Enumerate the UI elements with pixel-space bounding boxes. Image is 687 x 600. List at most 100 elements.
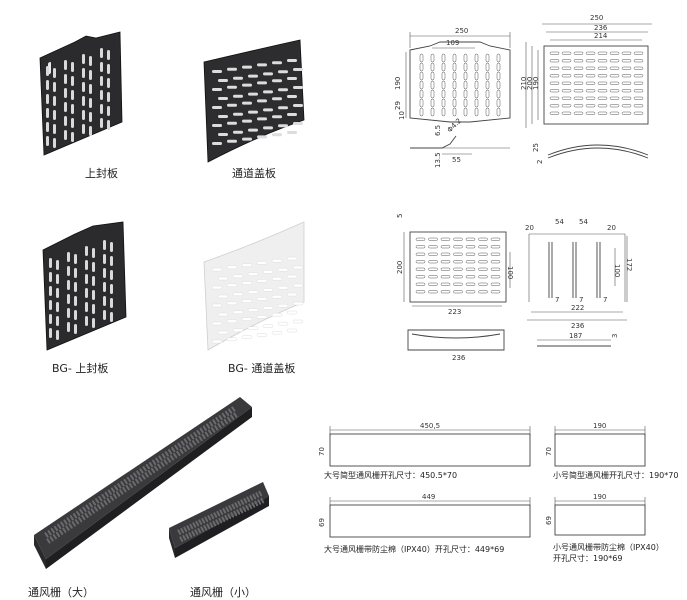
slot [419,89,424,99]
slot [191,530,196,537]
slot [241,299,253,303]
slot [107,50,110,60]
slot [573,89,584,93]
slot [465,290,476,294]
slot [453,237,463,241]
slot [256,261,268,265]
slot [103,240,106,250]
slot [256,333,268,337]
slot [262,306,274,310]
slot [278,70,288,74]
slot [474,53,479,63]
slot [463,62,468,72]
dim-5: 5 [396,214,404,218]
slot [138,476,143,482]
caption-bg-top-cover: BG- 上封板 [52,362,109,375]
slot [222,507,227,514]
slot [82,506,87,512]
slot [609,59,620,63]
slot [110,284,113,294]
slot [465,282,476,286]
slot [226,416,232,422]
slot [227,85,237,89]
slot [478,290,488,294]
slot [107,92,110,102]
slot [201,517,206,524]
slot [211,267,223,272]
slot [136,470,141,476]
slot [100,48,103,58]
slot [212,124,222,127]
slot [478,267,488,271]
cutout-large-label: 大号简型通风栅开孔尺寸：450.5*70 [324,471,458,480]
vent-large-image [34,397,252,569]
slot [209,421,214,427]
slot [231,503,236,510]
slot [277,303,289,308]
dim-250: 250 [590,14,603,22]
slot [236,509,241,515]
slot [609,89,620,93]
slot [110,242,113,252]
slot [117,483,122,489]
slot [135,478,140,484]
dim-7b: 7 [579,296,583,304]
slot [272,61,282,65]
slot [180,440,185,446]
slot [100,118,103,128]
channel-cover-image [203,39,305,163]
slot [167,449,173,455]
slot [67,322,70,332]
slot [100,502,105,508]
dim-210: 210 [520,77,528,90]
slot [490,260,501,264]
caption-top-cover: 上封板 [85,167,118,180]
slot [230,512,235,518]
slot [453,290,463,294]
dim-70: 70 [545,447,553,456]
slot [126,476,131,483]
slot [478,252,488,256]
dim-109: 109 [446,39,459,47]
dim-6-5: 6.5 [434,125,442,136]
slot [573,111,584,115]
slot [549,89,560,93]
bg-channel-drawing: 20 54 54 20 100 172 7 7 7 222 236 187 3 [525,218,633,347]
dim-214: 214 [594,32,608,40]
slot [633,89,644,93]
slot [89,112,92,122]
slot [597,89,608,93]
slot [255,492,260,498]
slot [49,300,52,310]
slot [67,252,70,262]
slot [220,420,225,427]
slot [585,96,596,100]
slot [85,288,88,298]
slot [440,245,451,249]
slot [199,427,204,434]
vent-small-image [169,482,269,558]
slot [179,448,184,454]
slot [609,96,620,100]
slot [430,71,435,81]
slot [71,90,74,100]
dim-54a: 54 [555,218,564,226]
slot [277,268,289,272]
slot [621,81,632,85]
slot [82,82,85,92]
slot [496,107,501,117]
slot [68,523,73,529]
slot [452,53,457,63]
slot [440,252,451,256]
slot [46,108,49,118]
slot [293,104,303,107]
slot [82,124,85,134]
slot [463,80,468,90]
bg-channel-cover-image [203,221,305,351]
slot [490,275,501,279]
slot [415,275,426,279]
slot [63,519,68,525]
slot [95,498,100,504]
slot [112,493,118,499]
slot [203,524,208,531]
